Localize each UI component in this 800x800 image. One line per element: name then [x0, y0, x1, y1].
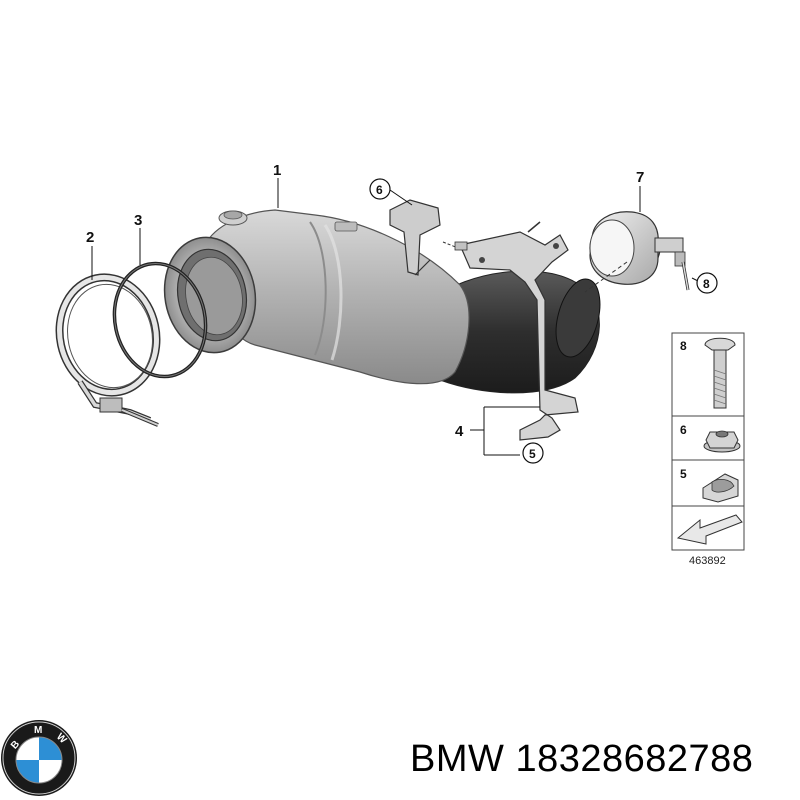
part-number-caption: BMW 18328682788	[410, 738, 753, 781]
direction-arrow-icon	[676, 514, 743, 545]
callout-7: 7	[636, 169, 644, 186]
callout-2: 2	[86, 229, 94, 246]
mounting-bracket	[389, 199, 579, 441]
svg-text:M: M	[34, 725, 42, 736]
legend-label-8: 8	[680, 339, 687, 353]
callout-6-circled: 6	[369, 178, 391, 200]
gasket-ring	[112, 261, 208, 379]
callout-8: 8	[703, 277, 710, 291]
legend-label-6: 6	[680, 423, 687, 437]
callout-5: 5	[529, 447, 536, 461]
fastener-legend: 8 6 5	[671, 332, 745, 551]
bmw-logo: B M W	[1, 720, 77, 796]
brand-name: BMW	[410, 738, 505, 780]
pipe-clamp	[584, 211, 690, 293]
callout-6: 6	[376, 183, 383, 197]
bracket-bolt	[442, 241, 468, 251]
diagram-reference-number: 463892	[689, 555, 726, 567]
clip-nut-icon	[702, 473, 739, 503]
callout-1: 1	[273, 162, 281, 179]
catalytic-converter	[163, 209, 601, 394]
legend-label-5: 5	[680, 467, 687, 481]
v-band-clamp	[55, 273, 161, 427]
callout-8-circled: 8	[696, 272, 718, 294]
callout-5-circled: 5	[522, 442, 544, 464]
callout-4: 4	[455, 423, 464, 440]
callout-3: 3	[134, 212, 142, 229]
carriage-bolt-icon	[704, 337, 736, 409]
part-number: 18328682788	[515, 738, 754, 780]
hex-nut-icon	[703, 430, 741, 453]
leader-lines	[91, 178, 701, 456]
